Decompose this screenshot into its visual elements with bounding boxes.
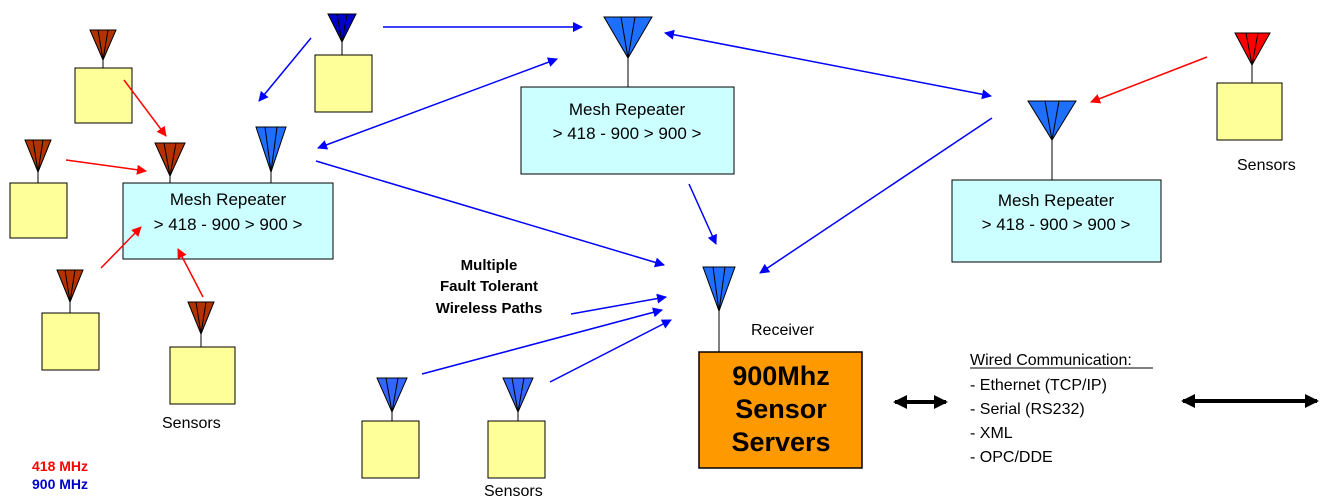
paths-label-line-1: Multiple [461, 257, 518, 274]
arrow-418 [1090, 56, 1208, 104]
repeater-left: Mesh Repeater > 418 - 900 > 900 > [122, 182, 334, 260]
sensor-box [487, 420, 546, 479]
sensor-box [74, 67, 133, 124]
wired-communication: Wired Communication: - Ethernet (TCP/IP)… [970, 352, 1153, 466]
receiver-label: Receiver [751, 322, 815, 339]
wired-item: - OPC/DDE [970, 449, 1053, 466]
legend-900: 900 MHz [32, 476, 88, 492]
antenna-icon [1234, 32, 1271, 83]
arrow-900 [317, 57, 558, 150]
server-line-1: 900Mhz [732, 361, 830, 391]
arrows-418 [65, 56, 1208, 298]
repeater-bands: > 418 - 900 > 900 > [553, 124, 702, 143]
arrow-900 [664, 29, 992, 100]
server-line-3: Servers [731, 427, 830, 457]
repeater-title: Mesh Repeater [569, 100, 686, 119]
repeater-middle: Mesh Repeater > 418 - 900 > 900 > [520, 86, 735, 175]
arrow-900 [759, 117, 993, 274]
repeater-title: Mesh Repeater [170, 190, 287, 209]
arrow-900 [258, 37, 312, 102]
arrow-900 [688, 183, 717, 245]
antenna-icon [1027, 100, 1077, 180]
arrow-418 [100, 226, 142, 269]
wired-item: - XML [970, 425, 1013, 442]
sensors-label-left: Sensors [162, 415, 221, 432]
legend-418: 418 MHz [32, 458, 88, 474]
wired-heading: Wired Communication: [970, 352, 1132, 369]
arrow-900 [421, 307, 663, 375]
repeater-bands: > 418 - 900 > 900 > [982, 215, 1131, 234]
arrow-900 [549, 319, 672, 383]
sensor-box [41, 312, 100, 371]
sensor-box [361, 420, 420, 479]
antenna-icon [603, 16, 653, 87]
antenna-icon [376, 377, 408, 421]
arrow-418 [123, 79, 167, 137]
antenna-icon [187, 301, 215, 347]
sensors-label-right: Sensors [1237, 157, 1296, 174]
sensor-server: 900Mhz Sensor Servers [698, 351, 863, 469]
paths-label-line-2: Fault Tolerant [440, 278, 538, 295]
wired-item: - Ethernet (TCP/IP) [970, 377, 1107, 394]
wired-item: - Serial (RS232) [970, 401, 1085, 418]
double-arrows [893, 394, 1319, 409]
antennas [24, 13, 1271, 421]
sensor-box [9, 182, 68, 239]
legend: 418 MHz 900 MHz [32, 458, 88, 492]
antenna-icon [702, 266, 736, 352]
sensor-box [169, 346, 236, 405]
antenna-icon [24, 139, 52, 183]
server-line-2: Sensor [735, 394, 827, 424]
sensor-box [1216, 82, 1283, 141]
repeater-title: Mesh Repeater [998, 191, 1115, 210]
antenna-icon [502, 377, 534, 421]
antenna-icon [255, 126, 287, 183]
sensors-label-bottom: Sensors [484, 483, 543, 498]
antenna-icon [89, 29, 117, 68]
arrows-900 [258, 22, 993, 383]
arrow-418 [177, 248, 204, 298]
antenna-icon [154, 142, 186, 183]
arrow-900 [570, 293, 667, 315]
antenna-icon [327, 13, 357, 55]
sensor-box [314, 54, 373, 113]
repeater-right: Mesh Repeater > 418 - 900 > 900 > [951, 179, 1162, 263]
arrow-418 [65, 159, 147, 175]
antenna-icon [56, 269, 84, 313]
paths-label-line-3: Wireless Paths [436, 300, 543, 317]
arrow-900 [315, 160, 665, 268]
repeater-bands: > 418 - 900 > 900 > [154, 215, 303, 234]
